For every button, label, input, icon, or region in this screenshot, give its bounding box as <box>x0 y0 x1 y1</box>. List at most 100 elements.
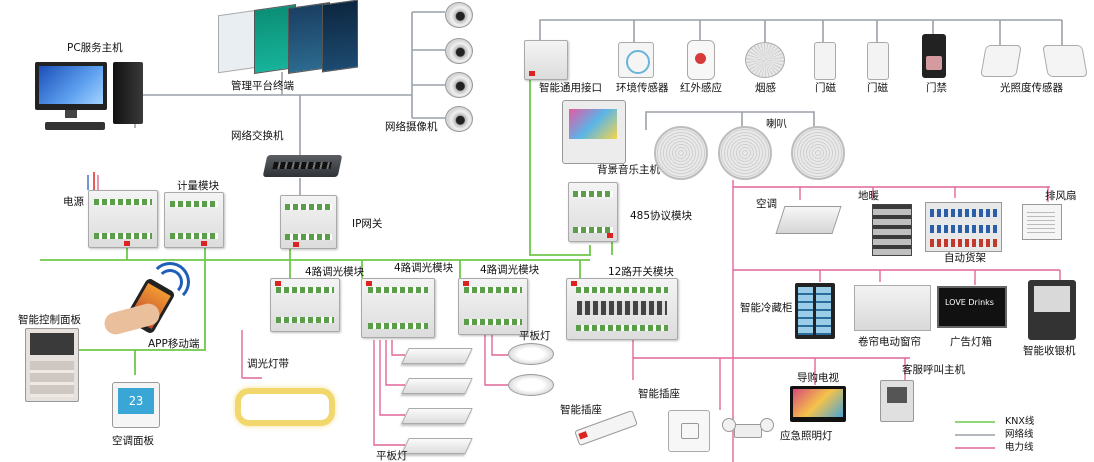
legend-knx-label: KNX线 <box>1005 416 1035 427</box>
dimmer-module-label-1: 4路调光模块 <box>305 266 365 278</box>
dimmer-module-label-3: 4路调光模块 <box>480 264 540 276</box>
legend-power-label: 电力线 <box>1005 442 1034 453</box>
camera-icon <box>445 72 473 98</box>
speaker-icon <box>791 126 845 180</box>
network-lines <box>134 11 1063 195</box>
smart-interface-label: 智能通用接口 <box>539 82 602 94</box>
call-host-label: 客服呼叫主机 <box>902 364 965 376</box>
management-terminal-label: 管理平台终端 <box>231 80 294 92</box>
env-sensor-icon <box>618 42 654 78</box>
smart-panel-icon <box>25 328 79 402</box>
smoke-detector-icon <box>745 42 785 78</box>
dimmer-module-3 <box>458 278 528 335</box>
flat-light-icon <box>401 408 473 424</box>
env-sensor-label: 环境传感器 <box>616 82 669 94</box>
fridge-label: 智能冷藏柜 <box>740 302 793 314</box>
emergency-light-icon <box>722 418 774 438</box>
knx-lines <box>40 72 613 375</box>
light-sensor-label: 光照度传感器 <box>1000 82 1063 94</box>
cashier-icon <box>1028 280 1076 340</box>
flat-light-icon <box>401 378 473 394</box>
flat-light-icon <box>401 438 473 454</box>
speaker-icon <box>654 126 708 180</box>
power-lines <box>97 175 1061 462</box>
ip-gateway-label: IP网关 <box>352 218 383 230</box>
led-strip-icon <box>235 384 335 426</box>
dim-strip-label: 调光灯带 <box>247 358 289 370</box>
pc-host-icon <box>35 62 145 134</box>
network-switch-icon <box>262 155 343 177</box>
camera-icon <box>445 106 473 132</box>
access-control-icon <box>922 34 946 78</box>
camera-icon <box>445 38 473 64</box>
lightbox-label: 广告灯箱 <box>950 336 992 348</box>
meter-module-label: 计量模块 <box>177 180 219 192</box>
power-label: 电源 <box>63 196 84 208</box>
smoke-detector-label: 烟感 <box>755 82 776 94</box>
aircon-label: 空调 <box>756 198 777 210</box>
speaker-label: 喇叭 <box>766 118 787 130</box>
rs485-module-label: 485协议模块 <box>630 210 693 222</box>
auto-shelf-label: 自动货架 <box>944 252 986 264</box>
smart-socket-label-1: 智能插座 <box>560 404 602 416</box>
pc-host-label: PC服务主机 <box>67 42 123 54</box>
round-panel-light-icon <box>508 343 554 365</box>
rs485-module <box>568 182 618 242</box>
auto-shelf-icon <box>925 202 1002 252</box>
flat-light-icon <box>401 348 473 364</box>
camera-icon <box>445 2 473 28</box>
ir-sensor-label: 红外感应 <box>680 82 722 94</box>
smart-socket-label-2: 智能插座 <box>638 388 680 400</box>
call-host-icon <box>880 380 914 422</box>
dimmer-module-label-2: 4路调光模块 <box>394 262 454 274</box>
ir-sensor-icon <box>687 40 715 80</box>
cashier-label: 智能收银机 <box>1023 345 1076 357</box>
smart-panel-label: 智能控制面板 <box>18 314 81 326</box>
round-panel-light-icon <box>508 374 554 396</box>
ac-panel-label: 空调面板 <box>112 435 154 447</box>
wifi-signal-icon <box>150 262 190 302</box>
power-supply-module <box>88 190 158 248</box>
bg-music-host-label: 背景音乐主机 <box>597 164 660 176</box>
access-control-label: 门禁 <box>926 82 947 94</box>
dimmer-module-2 <box>361 278 435 338</box>
management-terminal-icon <box>218 0 358 74</box>
curtain-label: 卷帘电动窗帘 <box>858 336 921 348</box>
floor-heat-label: 地暖 <box>858 190 879 202</box>
smart-interface-module <box>524 40 568 80</box>
legend-network-label: 网络线 <box>1005 429 1034 440</box>
light-sensor-icon <box>1042 45 1088 77</box>
aircon-icon <box>775 206 842 234</box>
meter-module <box>164 192 224 248</box>
door-sensor-label-1: 门磁 <box>815 82 836 94</box>
dimmer-module-1 <box>270 278 340 332</box>
door-sensor-label-2: 门磁 <box>867 82 888 94</box>
switch-module-label: 12路开关模块 <box>608 266 674 278</box>
ac-panel-display: 23 <box>118 388 154 414</box>
light-sensor-icon <box>980 45 1022 77</box>
flat-light-label-2: 平板灯 <box>519 330 551 342</box>
network-camera-label: 网络摄像机 <box>385 121 438 133</box>
door-sensor-icon <box>814 42 836 80</box>
ip-gateway-module <box>280 195 337 249</box>
door-sensor-icon <box>867 42 889 80</box>
shop-tv-label: 导购电视 <box>797 372 839 384</box>
switch-module-12ch <box>566 278 678 340</box>
exhaust-fan-label: 排风扇 <box>1045 190 1077 202</box>
network-switch-label: 网络交换机 <box>231 130 284 142</box>
wall-socket-icon <box>668 410 710 452</box>
flat-light-label-1: 平板灯 <box>376 450 408 462</box>
exhaust-fan-icon <box>1022 204 1062 240</box>
bg-music-host-icon <box>562 100 626 164</box>
app-label: APP移动端 <box>148 338 200 350</box>
shop-tv-icon <box>790 386 846 422</box>
emergency-light-label: 应急照明灯 <box>780 430 833 442</box>
speaker-icon <box>718 126 772 180</box>
curtain-icon <box>854 285 931 331</box>
lightbox-icon: LOVE Drinks <box>937 286 1007 328</box>
fridge-icon <box>795 283 835 339</box>
ac-panel-icon: 23 <box>112 382 160 428</box>
lightbox-text: LOVE Drinks <box>945 298 994 307</box>
